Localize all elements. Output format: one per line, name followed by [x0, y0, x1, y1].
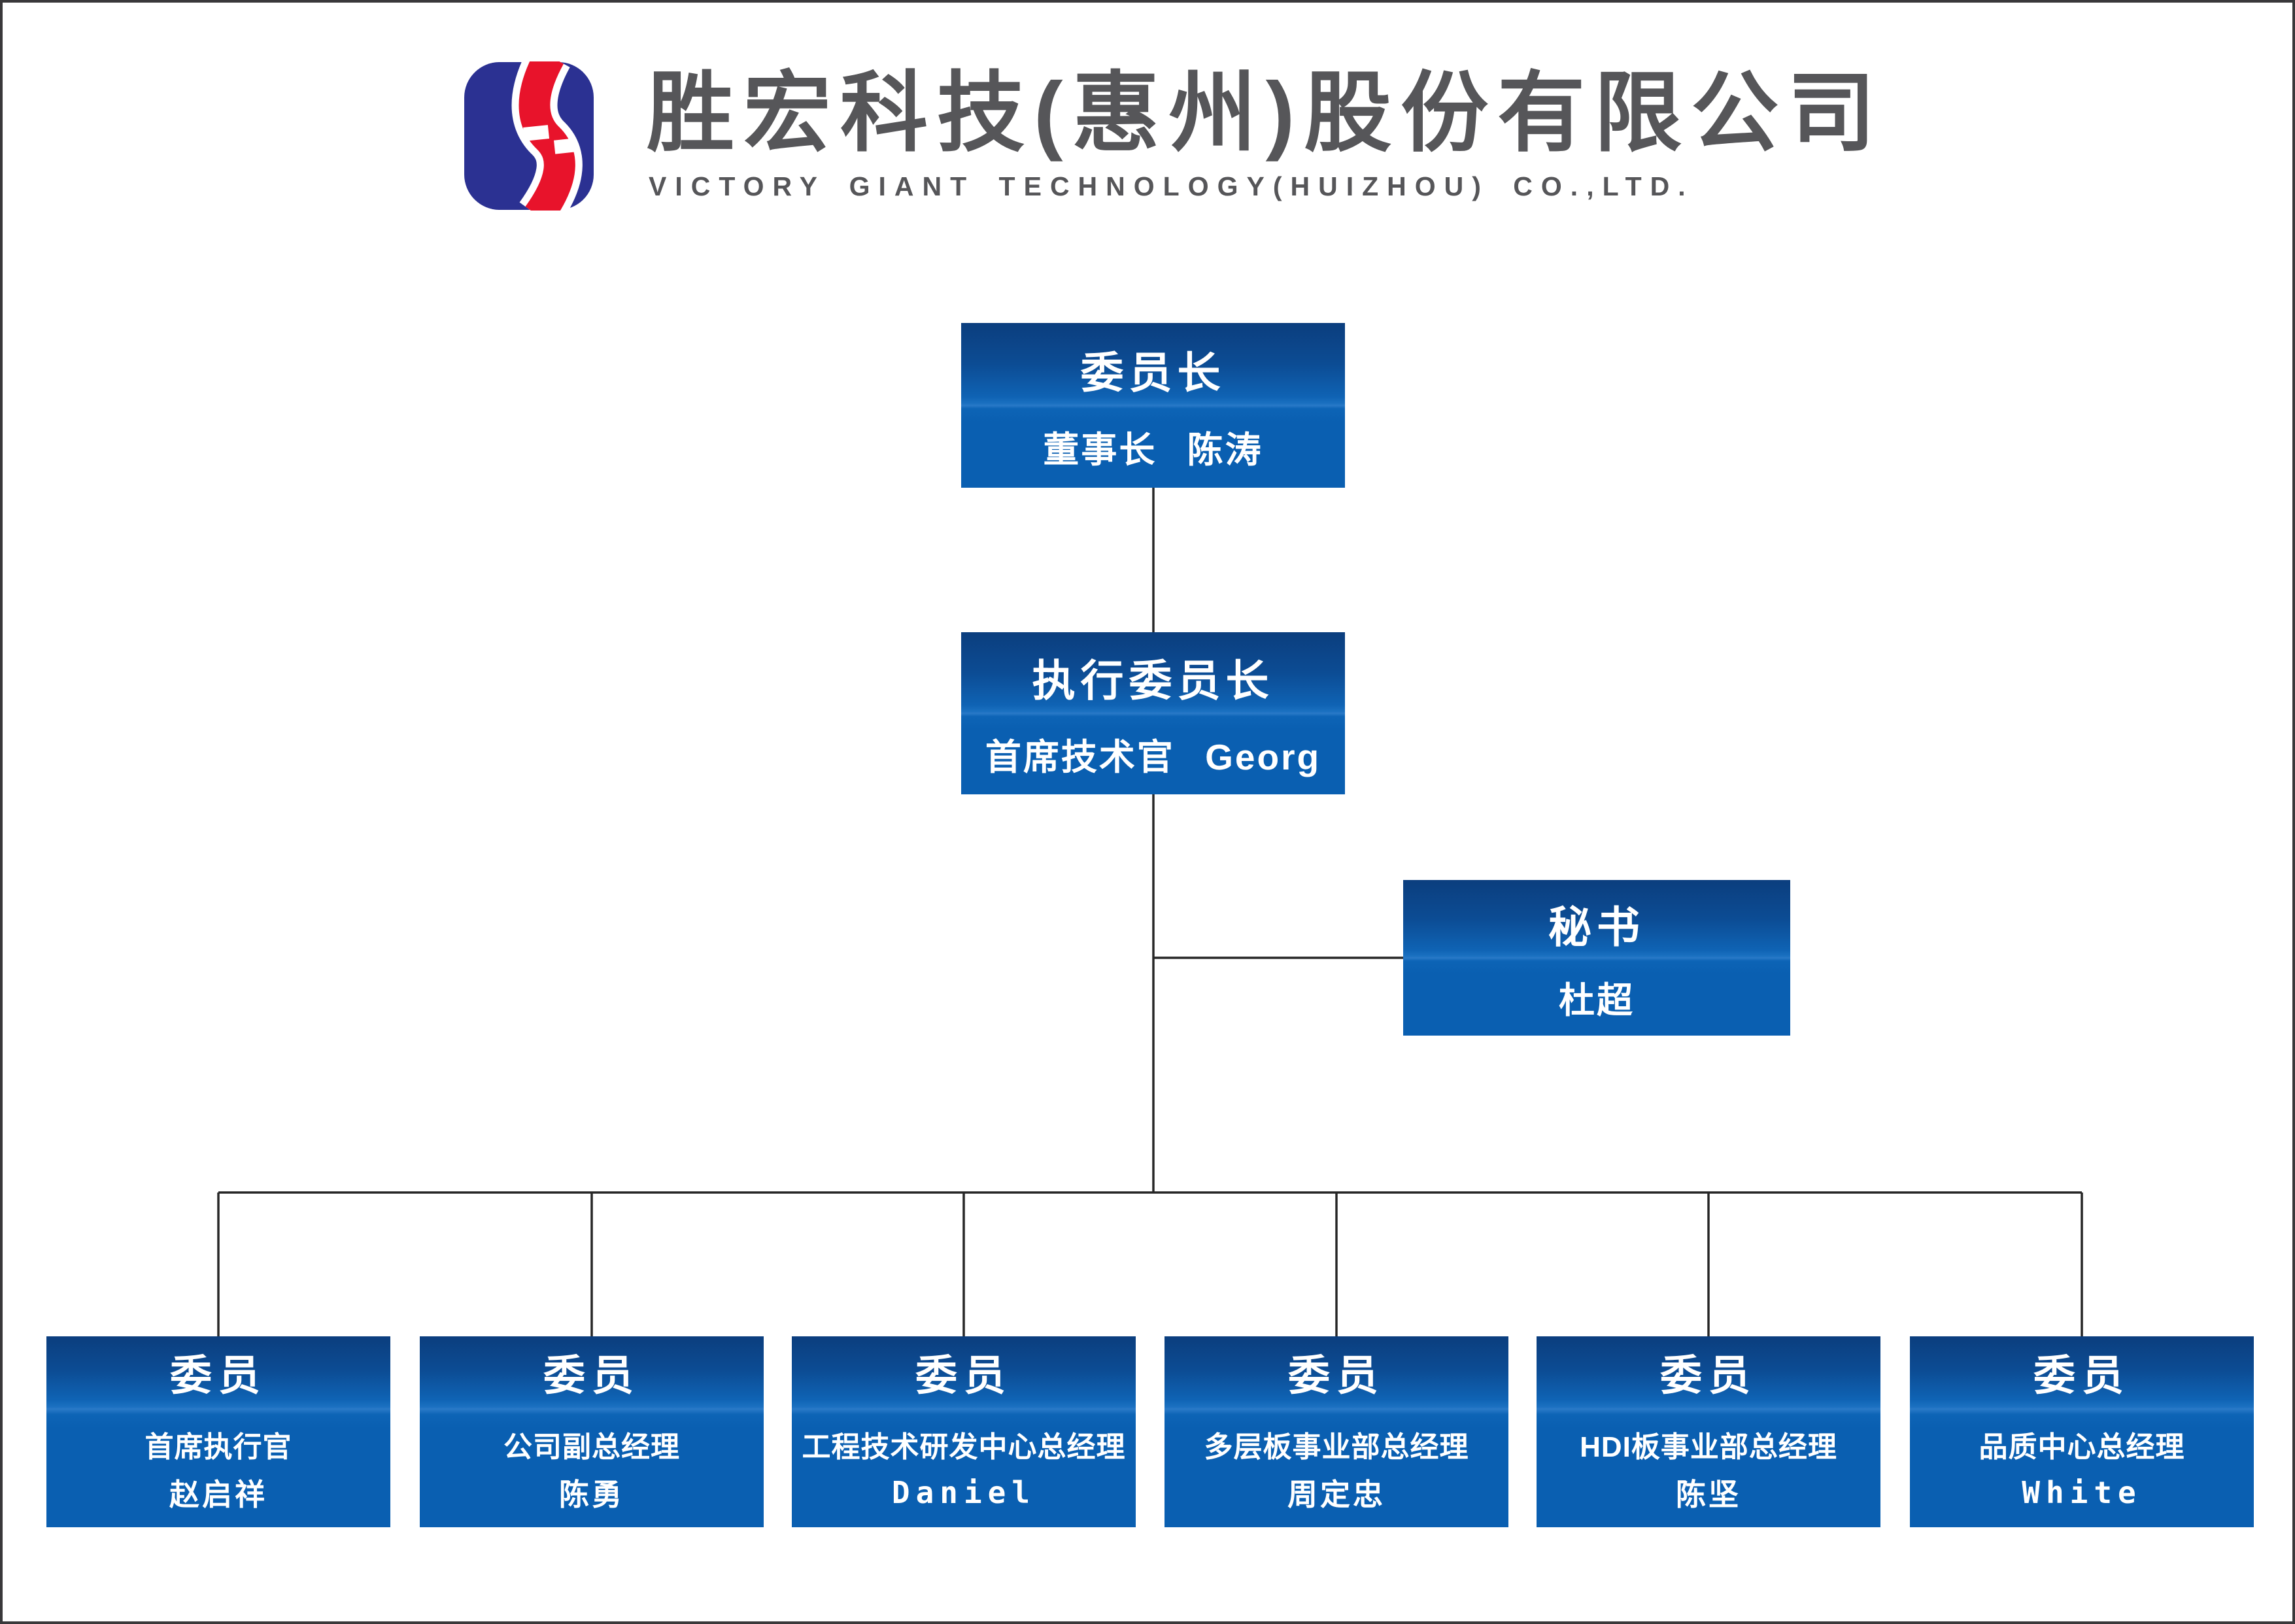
position-holder: 董事长 陈涛	[1043, 430, 1263, 470]
org-box-member-quality-gm: 委员 品质中心总经理 White	[1910, 1336, 2254, 1527]
position-title: 委员	[915, 1352, 1012, 1400]
member-role: 多层板事业部总经理	[1204, 1430, 1469, 1463]
member-role: HDI板事业部总经理	[1580, 1430, 1837, 1463]
member-name: Daniel	[891, 1475, 1036, 1511]
member-role: 品质中心总经理	[1979, 1430, 2185, 1463]
company-logo-icon	[464, 45, 594, 229]
org-box-secretary: 秘书 杜超	[1403, 880, 1790, 1036]
org-box-member-hdi-gm: 委员 HDI板事业部总经理 陈坚	[1537, 1336, 1880, 1527]
position-holder: 首席技术官 Georg	[985, 737, 1321, 777]
member-name: 陈坚	[1676, 1478, 1741, 1512]
org-box-member-ceo: 委员 首席执行官 赵启祥	[46, 1336, 390, 1527]
position-title: 委员	[1660, 1352, 1757, 1400]
position-title: 秘书	[1548, 902, 1645, 951]
member-role: 工程技术研发中心总经理	[802, 1430, 1126, 1463]
member-name: White	[2022, 1475, 2142, 1511]
member-role: 首席执行官	[144, 1430, 292, 1463]
connector-lines	[217, 488, 2083, 1336]
company-name-en: VICTORY GIANT TECHNOLOGY(HUIZHOU) CO.,LT…	[649, 171, 1694, 201]
member-name: 周定忠	[1287, 1478, 1386, 1512]
org-box-executive-chairman: 执行委员长 首席技术官 Georg	[961, 632, 1345, 794]
company-name-cn: 胜宏科技(惠州)股份有限公司	[647, 65, 1885, 162]
org-box-member-deputy-gm: 委员 公司副总经理 陈勇	[420, 1336, 764, 1527]
position-title: 委员	[1288, 1352, 1385, 1400]
position-title: 委员	[543, 1352, 640, 1400]
position-title: 委员	[2033, 1352, 2130, 1400]
position-holder: 杜超	[1558, 979, 1635, 1021]
member-role: 公司副总经理	[503, 1430, 680, 1463]
position-title: 执行委员长	[1032, 656, 1274, 705]
org-box-member-multilayer-gm: 委员 多层板事业部总经理 周定忠	[1164, 1336, 1508, 1527]
member-name: 陈勇	[559, 1478, 624, 1512]
position-title: 委员	[170, 1352, 267, 1400]
org-box-chairman: 委员长 董事长 陈涛	[961, 323, 1345, 488]
position-title: 委员长	[1080, 348, 1226, 397]
member-name: 赵启祥	[169, 1478, 267, 1512]
org-box-member-rnd-gm: 委员 工程技术研发中心总经理 Daniel	[792, 1336, 1136, 1527]
